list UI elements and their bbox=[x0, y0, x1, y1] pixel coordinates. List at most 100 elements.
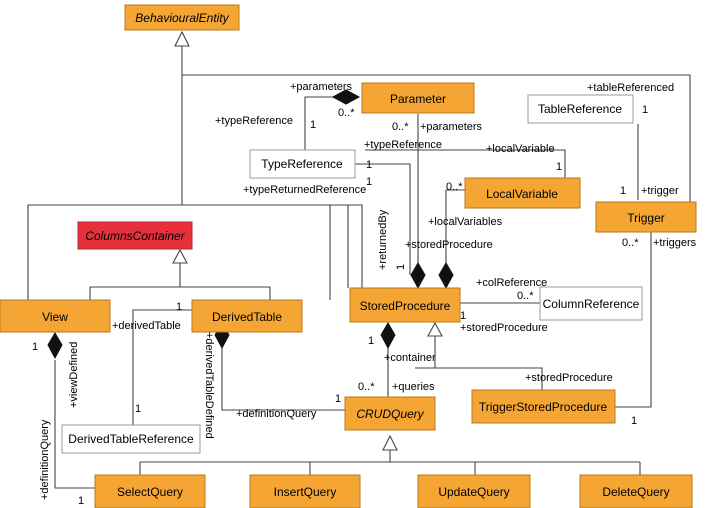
class-columns-container-label: ColumnsContainer bbox=[85, 229, 185, 243]
label-trigger-mult-0n: 0..* bbox=[622, 237, 639, 249]
label-sp-container-mult: 1 bbox=[368, 335, 374, 347]
label-container-role: +container bbox=[384, 352, 436, 364]
class-select-query-label: SelectQuery bbox=[117, 485, 183, 499]
class-type-reference-label: TypeReference bbox=[261, 157, 343, 171]
label-view-mult: 1 bbox=[32, 341, 38, 353]
class-trigger-stored-procedure-label: TriggerStoredProcedure bbox=[479, 400, 608, 414]
generalization-arrows bbox=[172, 30, 443, 451]
class-derived-table-reference-label: DerivedTableReference bbox=[68, 432, 194, 446]
class-trigger-label: Trigger bbox=[627, 211, 665, 225]
assoc-param-typeref bbox=[304, 96, 340, 150]
label-returned-by-role: +returnedBy bbox=[377, 209, 389, 270]
gen-arrow-storedproc bbox=[427, 321, 443, 337]
label-type-returned-reference-role: +typeReturnedReference bbox=[243, 184, 366, 196]
class-parameter-label: Parameter bbox=[390, 92, 446, 106]
label-stored-procedure-role-tsp: +storedProcedure bbox=[525, 372, 613, 384]
class-type-reference bbox=[249, 149, 356, 179]
class-column-reference bbox=[539, 286, 643, 321]
class-stored-procedure bbox=[349, 287, 461, 323]
label-type-reference-role-sp: +typeReference bbox=[364, 139, 442, 151]
assoc-view-select bbox=[54, 360, 95, 489]
class-behavioural-entity bbox=[124, 4, 240, 31]
label-local-variables-role: +localVariables bbox=[428, 216, 503, 228]
label-queries-role: +queries bbox=[392, 381, 435, 393]
class-columns-container bbox=[77, 221, 193, 250]
label-triggers-role: +triggers bbox=[653, 237, 697, 249]
class-column-reference-label: ColumnReference bbox=[543, 297, 640, 311]
label-crud-dt-mult: 1 bbox=[335, 393, 341, 405]
label-definition-query-role-view: +definitionQuery bbox=[39, 419, 51, 500]
label-derived-table-role: +derivedTable bbox=[112, 320, 181, 332]
label-local-variable-role: +localVariable bbox=[486, 143, 555, 155]
label-dtr-mult: 1 bbox=[135, 403, 141, 415]
tsp-generalization bbox=[415, 367, 543, 390]
class-select-query bbox=[94, 474, 206, 508]
class-derived-table-label: DerivedTable bbox=[212, 310, 282, 324]
inheritance-branch-derivedtable bbox=[182, 204, 331, 300]
class-boxes[interactable]: BehaviouralEntity Parameter TableReferen… bbox=[0, 4, 697, 508]
class-table-reference-label: TableReference bbox=[538, 102, 622, 116]
class-crud-query bbox=[344, 396, 436, 431]
cc-branch bbox=[89, 286, 271, 300]
label-lv-mult: 1 bbox=[556, 161, 562, 173]
class-parameter bbox=[361, 82, 475, 114]
label-select-mult: 1 bbox=[78, 495, 84, 507]
label-trigger-mult: 1 bbox=[620, 185, 626, 197]
class-table-reference bbox=[527, 94, 634, 124]
label-lv-mult-0n: 0..* bbox=[446, 181, 463, 193]
label-tsp-mult: 1 bbox=[631, 415, 637, 427]
label-table-referenced-role: +tableReferenced bbox=[587, 82, 674, 94]
diamond-view-select bbox=[47, 332, 63, 360]
label-derived-table-defined-role: +derivedTableDefined bbox=[203, 332, 215, 439]
diamond-sp-lv bbox=[438, 262, 454, 290]
label-tr-sp-mult-a: 1 bbox=[366, 159, 372, 171]
gen-arrow-columns bbox=[172, 248, 188, 264]
label-queries-mult: 0..* bbox=[358, 381, 375, 393]
class-trigger-stored-procedure bbox=[471, 389, 616, 424]
class-derived-table-reference bbox=[61, 424, 201, 454]
label-param-sp-mult: 0..* bbox=[392, 121, 409, 133]
label-parameters-role: +parameters bbox=[290, 81, 353, 93]
label-col-ref-mult: 0..* bbox=[517, 290, 534, 302]
inheritance-branch-sp-top bbox=[182, 74, 691, 208]
inheritance-branch-view bbox=[27, 204, 182, 300]
class-insert-query-label: InsertQuery bbox=[274, 485, 337, 499]
class-view-label: View bbox=[42, 310, 68, 324]
label-tr-sp-mult-b: 1 bbox=[366, 176, 372, 188]
class-insert-query bbox=[249, 474, 361, 508]
label-col-reference-role: +colReference bbox=[476, 277, 547, 289]
label-table-ref-mult: 1 bbox=[642, 104, 648, 116]
connector-lines bbox=[27, 46, 691, 489]
assoc-typeref-localvar bbox=[365, 149, 566, 178]
diamond-parameter bbox=[331, 89, 361, 105]
class-delete-query-label: DeleteQuery bbox=[602, 485, 669, 499]
label-definition-query-role-dt: +definitionQuery bbox=[236, 408, 317, 420]
label-sp-col-mult: 1 bbox=[460, 310, 466, 322]
class-view bbox=[0, 299, 111, 333]
class-behavioural-entity-label: BehaviouralEntity bbox=[135, 11, 229, 25]
label-dt-mult: 1 bbox=[176, 301, 182, 313]
assoc-dt-dtr bbox=[132, 309, 192, 425]
assoc-dt-crud bbox=[221, 345, 345, 411]
label-sp-returned-mult: 1 bbox=[395, 264, 407, 270]
diamond-sp-param bbox=[410, 262, 426, 290]
assoc-localvar-sp bbox=[445, 189, 465, 275]
label-param-tr-mult: 1 bbox=[310, 119, 316, 131]
label-view-defined-role: +viewDefined bbox=[68, 342, 80, 408]
label-type-reference-role: +typeReference bbox=[215, 115, 293, 127]
association-labels: +parameters 0..* +typeReference 1 0..* +… bbox=[32, 81, 697, 507]
class-crud-query-label: CRUDQuery bbox=[356, 407, 424, 421]
class-update-query bbox=[417, 474, 531, 508]
class-local-variable-label: LocalVariable bbox=[486, 187, 558, 201]
label-trigger-role: +trigger bbox=[641, 185, 679, 197]
class-local-variable bbox=[464, 177, 581, 209]
class-update-query-label: UpdateQuery bbox=[438, 485, 509, 499]
diamond-sp-crud bbox=[380, 322, 396, 350]
class-derived-table bbox=[191, 299, 303, 333]
assoc-typeref-sp bbox=[355, 163, 411, 275]
label-param-mult: 0..* bbox=[338, 107, 355, 119]
class-trigger bbox=[595, 201, 697, 233]
label-stored-procedure-role: +storedProcedure bbox=[405, 239, 493, 251]
inheritance-branch-sp2 bbox=[182, 204, 363, 288]
